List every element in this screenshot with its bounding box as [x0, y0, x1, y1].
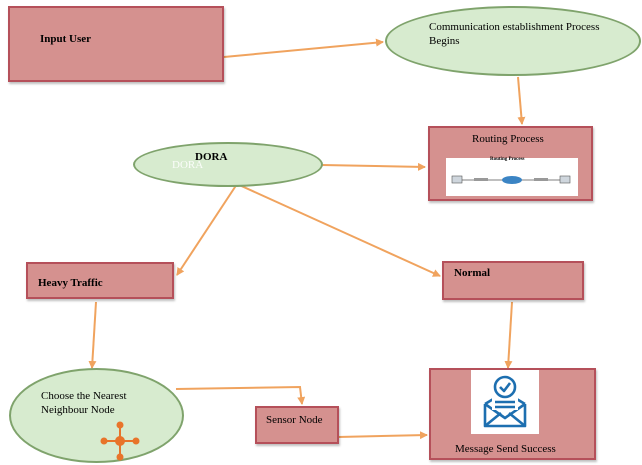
arrow-dora-to-normal — [236, 183, 441, 277]
input-user-label: Input User — [40, 33, 92, 45]
arrow-communication-to-routing — [517, 76, 526, 125]
message-success-label: Message Send Success — [455, 443, 556, 455]
dora-label: DORA — [195, 151, 228, 163]
sensor-node-box: Sensor Node — [255, 406, 339, 444]
message-success-box: Message Send Success — [429, 368, 596, 460]
choose-nearest-node-oval: Choose the Nearest Neighbour Node — [9, 368, 184, 463]
dora-oval: DORA DORA — [133, 142, 323, 187]
arrow-choose-to-sensor — [175, 385, 306, 405]
sensor-node-label: Sensor Node — [266, 414, 323, 426]
communication-process-oval: Communication establishment Process Begi… — [385, 6, 641, 76]
normal-label: Normal — [454, 267, 491, 279]
communication-label: Communication establishment Process Begi… — [429, 21, 600, 47]
arrow-dora-to-heavy-traffic — [176, 183, 238, 276]
arrow-normal-to-message — [504, 301, 513, 369]
arrow-sensor-to-message — [337, 431, 428, 440]
arrow-heavy-traffic-to-choose — [88, 301, 97, 369]
heavy-traffic-box: Heavy Traffic — [26, 262, 174, 299]
network-topology-icon — [100, 421, 140, 461]
arrow-dora-to-routing — [321, 162, 426, 171]
heavy-traffic-label: Heavy Traffic — [38, 277, 103, 289]
routing-process-box: Routing Process Routing Process — [428, 126, 593, 201]
routing-diagram-image: Routing Process — [446, 157, 578, 196]
routing-image-title: Routing Process — [490, 157, 525, 162]
arrow-input-to-communication — [223, 38, 384, 58]
normal-box: Normal — [442, 261, 584, 300]
router-icon — [451, 175, 571, 184]
dora-ghost-label: DORA — [172, 159, 204, 171]
routing-process-label: Routing Process — [472, 133, 544, 145]
choose-nearest-node-label: Choose the Nearest Neighbour Node — [41, 390, 127, 416]
mail-check-icon — [483, 375, 527, 428]
mail-check-image — [471, 370, 539, 434]
input-user-box: Input User — [8, 6, 224, 82]
